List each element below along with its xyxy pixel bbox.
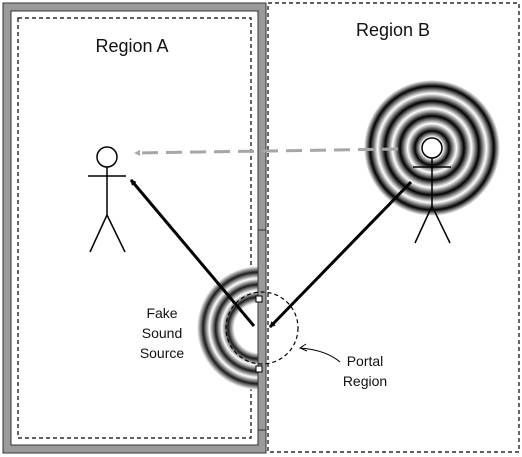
portal-label-pointer-head bbox=[298, 343, 308, 352]
region-a-label: Region A bbox=[95, 36, 168, 56]
fake-source-label-3: Source bbox=[140, 345, 185, 361]
perceived-path-arrow bbox=[134, 147, 399, 156]
region-b-label: Region B bbox=[356, 20, 430, 40]
portal-edge-top bbox=[255, 295, 263, 303]
region-a-interior bbox=[10, 10, 259, 446]
portal-region-label-1: Portal bbox=[347, 353, 384, 369]
fake-source-label-2: Sound bbox=[142, 325, 182, 341]
path-portal-to-listener bbox=[129, 179, 256, 327]
path-source-to-portal bbox=[268, 180, 413, 329]
listener-figure bbox=[88, 146, 126, 253]
portal-region-label-2: Region bbox=[343, 373, 387, 389]
region-b-boundary bbox=[267, 2, 520, 453]
region-a-boundary bbox=[17, 17, 252, 439]
fake-source-label-1: Fake bbox=[146, 305, 177, 321]
portal-edge-bottom bbox=[255, 365, 263, 373]
portal-region bbox=[225, 291, 299, 365]
portal-wall-segment bbox=[257, 229, 267, 431]
source-figure bbox=[413, 137, 451, 244]
portal-label-pointer bbox=[299, 347, 341, 363]
